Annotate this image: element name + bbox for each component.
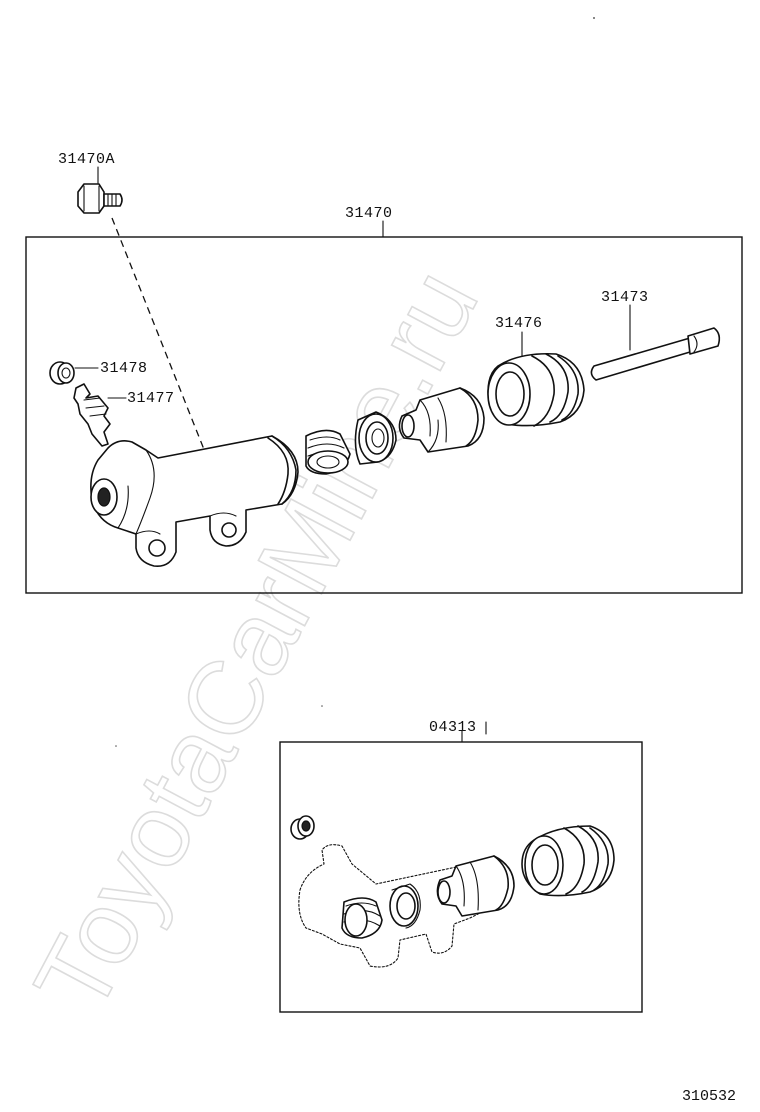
kit-cylinder-outline-icon bbox=[298, 844, 499, 968]
main-assembly-label[interactable]: 31470 bbox=[345, 205, 393, 222]
figure-number: 310532 bbox=[682, 1088, 736, 1105]
spring-cup-part[interactable] bbox=[305, 429, 351, 475]
piston-part[interactable] bbox=[398, 387, 485, 453]
kit-cap-part[interactable] bbox=[290, 815, 315, 840]
bolt-part[interactable]: 31470A bbox=[58, 151, 123, 214]
boot-label[interactable]: 31476 bbox=[495, 315, 543, 332]
kit-seal-icon bbox=[389, 885, 419, 927]
push-rod-label[interactable]: 31473 bbox=[601, 289, 649, 306]
main-assembly: 31470 31470A 31478 31477 bbox=[25, 151, 743, 594]
kit-boot-part[interactable] bbox=[521, 825, 615, 897]
kit-piston-part[interactable] bbox=[436, 855, 515, 917]
bleeder-plug-part[interactable]: 31477 bbox=[73, 383, 175, 447]
cap-part[interactable]: 31478 bbox=[49, 360, 148, 385]
kit-label[interactable]: 04313 bbox=[429, 719, 477, 736]
bolt-thread-icon bbox=[103, 193, 123, 207]
main-assembly-frame bbox=[25, 236, 743, 594]
cap-label[interactable]: 31478 bbox=[100, 360, 148, 377]
seal-ring-part[interactable] bbox=[354, 411, 397, 465]
push-rod-icon bbox=[590, 337, 691, 381]
bleeder-plug-label[interactable]: 31477 bbox=[127, 390, 175, 407]
piston-icon bbox=[398, 387, 485, 453]
kit-assembly: 04313 bbox=[279, 719, 643, 1013]
push-rod-part[interactable]: 31473 bbox=[590, 289, 721, 381]
kit-cup-part[interactable] bbox=[341, 897, 383, 939]
kit-frame bbox=[279, 741, 643, 1013]
bleeder-plug-icon bbox=[73, 383, 111, 447]
bolt-label[interactable]: 31470A bbox=[58, 151, 115, 168]
bolt-install-line bbox=[111, 217, 206, 453]
bolt-head-icon bbox=[77, 183, 105, 214]
boot-part[interactable]: 31476 bbox=[487, 315, 585, 427]
cylinder-body-part[interactable] bbox=[90, 435, 299, 568]
kit-seal-part[interactable] bbox=[389, 883, 421, 929]
cylinder-body-icon bbox=[90, 435, 297, 568]
